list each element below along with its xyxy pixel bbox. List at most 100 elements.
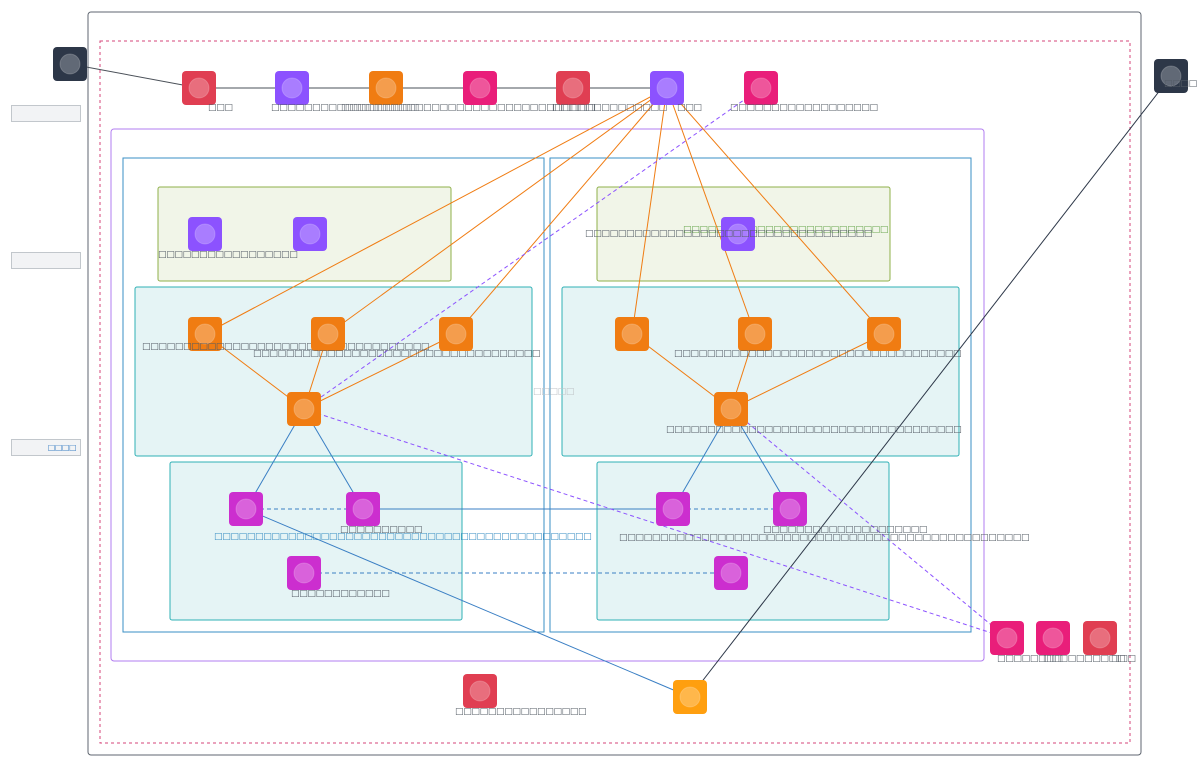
edge-rm-hub-to-br-1[interactable] (730, 408, 1008, 639)
node-box[interactable] (773, 492, 807, 526)
node-top-3[interactable]: □□□□□□□□□□□□□□□□□□□□□□□□□□□□□□□ (341, 71, 596, 113)
node-top-1[interactable]: □□□ (182, 71, 233, 113)
service-icon (720, 398, 742, 420)
node-box[interactable] (650, 71, 684, 105)
edge-top-6-to-rm-3[interactable] (666, 87, 885, 335)
node-label: □□□□□□□□□□□□□□□□□□□□□□□□□□□□□□□□□□□ (142, 342, 429, 352)
node-rm-hub[interactable]: □□□□□□□□□□□□□□□□□□□□□□□□□□□□□□□□□□□□ (666, 392, 962, 435)
node-top-5[interactable]: □□□□□□□□□□□□□□ (552, 71, 667, 113)
node-box[interactable] (721, 217, 755, 251)
service-icon (469, 77, 491, 99)
edge-lm-3-to-lm-hub[interactable] (303, 333, 457, 410)
node-box[interactable] (714, 392, 748, 426)
node-label: □□□□□□□□□□□□□□ (552, 103, 667, 113)
node-box[interactable] (990, 621, 1024, 655)
service-icon (194, 223, 216, 245)
node-lm-2[interactable]: □□□□□□□□□□□□□□□□□□□□□□□□□□□□□□□□□□□ (253, 317, 540, 359)
right-teal-mid (561, 286, 960, 457)
node-ext-left[interactable] (53, 47, 87, 81)
edge-top-6-to-rm-1[interactable] (629, 87, 668, 335)
center-gap-label: □□□□□ (533, 387, 574, 397)
node-box[interactable] (287, 392, 321, 426)
node-rm-3[interactable] (867, 317, 901, 351)
node-box[interactable] (311, 317, 345, 351)
node-label: □□□ (1111, 654, 1136, 664)
node-box[interactable] (714, 556, 748, 590)
node-box[interactable] (615, 317, 649, 351)
node-box[interactable] (556, 71, 590, 105)
node-rg-1[interactable]: □□□□□□□□□□□□□□□□□□□□□□□□□□□□□□□□□□□ (585, 217, 872, 251)
side-panel-3[interactable]: □□□□ (11, 439, 81, 456)
node-lb-2[interactable]: □□□□□□□□□□ (340, 492, 422, 535)
node-lg-1[interactable]: □□□□□□□□□□□□□□□□□ (158, 217, 298, 260)
node-lb-3[interactable]: □□□□□□□□□□□□ (287, 556, 390, 599)
node-rb-1[interactable]: □□□□□□□□□□□□□□□□□□□□□□□□□□□□□□□□□□□□□□□□… (619, 492, 1029, 543)
node-rm-1[interactable] (615, 317, 649, 351)
node-bottom-red[interactable]: □□□□□□□□□□□□□□□□ (455, 674, 587, 717)
edge-lb-1-to-bottom-orange[interactable] (245, 508, 691, 698)
node-box[interactable] (463, 674, 497, 708)
node-box[interactable] (346, 492, 380, 526)
service-icon (779, 498, 801, 520)
node-rb-2[interactable]: □□□□□□□□□□□□□□□□□□□□ (763, 492, 927, 535)
node-lm-hub[interactable] (287, 392, 321, 426)
node-box[interactable] (188, 217, 222, 251)
node-top-6[interactable]: □□□ (650, 71, 702, 113)
service-icon (445, 323, 467, 345)
node-label: □□□□□□□□ (997, 654, 1063, 664)
node-box[interactable] (369, 71, 403, 105)
edge-rm-3-to-rm-hub[interactable] (730, 333, 885, 410)
service-icon (621, 323, 643, 345)
side-panel-2[interactable] (11, 252, 81, 269)
service-icon (375, 77, 397, 99)
node-label: □□□□ (1164, 79, 1197, 89)
node-br-2[interactable]: □□□□□□□□□□ (1036, 621, 1125, 664)
side-panel-1[interactable] (11, 105, 81, 122)
node-box[interactable] (1154, 59, 1188, 93)
node-bottom-orange[interactable] (673, 680, 707, 714)
edge-top-6-to-lm-3[interactable] (455, 87, 668, 335)
node-box[interactable] (53, 47, 87, 81)
node-box[interactable] (275, 71, 309, 105)
edge-ext-left-to-top-1[interactable] (69, 63, 200, 91)
node-top-4[interactable] (463, 71, 497, 105)
node-box[interactable] (182, 71, 216, 105)
node-box[interactable] (287, 556, 321, 590)
node-top-7[interactable]: □□□□□□□□□□□□□□□□□□ (730, 71, 878, 113)
node-rb-3[interactable] (714, 556, 748, 590)
edge-top-6-to-lm-1[interactable] (204, 87, 668, 335)
node-box[interactable] (1036, 621, 1070, 655)
node-box[interactable] (738, 317, 772, 351)
node-lb-1[interactable]: □□□□□□□□□□□□□□□□□□□□□□□□□□□□□□□□□□□□□□□□… (214, 492, 592, 542)
node-label: □□□□□□□□□□□□□□□□□□ (730, 103, 878, 113)
node-lm-3[interactable] (439, 317, 473, 351)
node-box[interactable] (744, 71, 778, 105)
node-br-1[interactable]: □□□□□□□□ (990, 621, 1063, 664)
edge-lm-hub-to-br-1[interactable] (303, 408, 1008, 640)
service-icon (750, 77, 772, 99)
node-box[interactable] (439, 317, 473, 351)
edge-lm-hub-to-top-7[interactable] (303, 87, 762, 410)
node-rm-2[interactable]: □□□□□□□□□□□□□□□□□□□□□□□□□□□□□□□□□□□ (674, 317, 961, 359)
node-box[interactable] (188, 317, 222, 351)
node-box[interactable] (463, 71, 497, 105)
node-box[interactable] (1083, 621, 1117, 655)
node-br-3[interactable]: □□□ (1083, 621, 1136, 664)
node-box[interactable] (293, 217, 327, 251)
edge-ext-right-to-bottom-orange[interactable] (689, 75, 1172, 698)
service-icon (469, 680, 491, 702)
node-box[interactable] (229, 492, 263, 526)
node-box[interactable] (867, 317, 901, 351)
node-lm-1[interactable]: □□□□□□□□□□□□□□□□□□□□□□□□□□□□□□□□□□□ (142, 317, 429, 352)
node-lg-2[interactable] (293, 217, 327, 251)
service-icon (662, 498, 684, 520)
node-ext-right[interactable]: □□□□ (1154, 59, 1197, 93)
edge-top-6-to-lm-2[interactable] (327, 87, 668, 335)
dashed-region (99, 40, 1131, 744)
node-top-2[interactable]: □□□□□□□□□□□□□□□□□□ (271, 71, 419, 113)
node-box[interactable] (656, 492, 690, 526)
node-label: □□□□□□□□□□□□□□□□□□□□□□□□□□□□□□□□□□□□□□□□… (214, 532, 591, 542)
edge-top-6-to-rm-2[interactable] (666, 87, 757, 335)
node-box[interactable] (673, 680, 707, 714)
node-label: □□□□□□□□□□□□□□□□□□ (271, 103, 419, 113)
